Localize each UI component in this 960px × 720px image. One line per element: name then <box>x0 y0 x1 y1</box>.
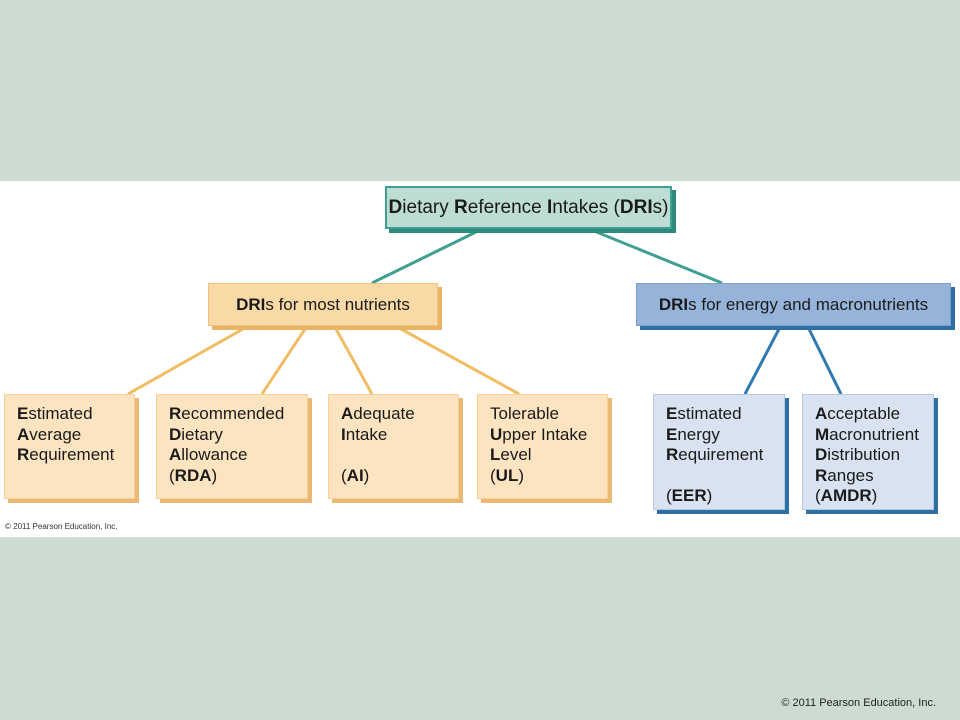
leaf-line: Requirement <box>666 445 764 464</box>
leaf-ai: Adequate Intake (AI) <box>328 394 459 499</box>
leaf-line: Energy <box>666 424 720 444</box>
mid-right-title: DRIs for energy and macronutrients <box>658 294 929 314</box>
leaf-line: Dietary <box>169 424 223 444</box>
leaf-line: Recommended <box>169 404 285 423</box>
leaf-line: Tolerable <box>490 404 559 423</box>
leaf-line: Requirement <box>17 445 115 464</box>
mid-left-title: DRIs for most nutrients <box>236 294 410 314</box>
leaf-line: Allowance <box>169 445 248 464</box>
root-node-dris: Dietary Reference Intakes (DRIs) <box>385 186 672 229</box>
connector-lines <box>127 229 843 396</box>
leaf-line: Average <box>17 424 82 444</box>
leaf-ul: Tolerable Upper Intake Level (UL) <box>477 394 608 499</box>
leaf-line: Level <box>490 445 532 464</box>
leaf-abbreviation: (AMDR) <box>815 486 878 505</box>
leaf-abbreviation: (EER) <box>666 486 713 505</box>
connector-left-rda <box>260 328 307 395</box>
connector-root-right <box>593 229 723 285</box>
connector-left-ear <box>127 327 244 396</box>
leaf-line: Estimated <box>666 404 742 423</box>
leaf-line: Macronutrient <box>815 424 919 444</box>
leaf-spacer <box>666 466 784 487</box>
leaf-ear: Estimated Average Requirement <box>4 394 135 499</box>
leaf-line: Intake <box>341 424 388 444</box>
figure-copyright: © 2011 Pearson Education, Inc. <box>5 522 118 531</box>
slide-copyright: © 2011 Pearson Education, Inc. <box>781 697 936 709</box>
connector-right-eer <box>743 328 781 395</box>
node-dris-energy-macronutrients: DRIs for energy and macronutrients <box>636 283 951 326</box>
leaf-abbreviation: (RDA) <box>169 465 218 485</box>
leaf-amdr: Acceptable Macronutrient Distribution Ra… <box>802 394 934 510</box>
leaf-abbreviation: (UL) <box>490 465 525 485</box>
node-dris-most-nutrients: DRIs for most nutrients <box>208 283 438 326</box>
diagram-panel: Dietary Reference Intakes (DRIs) DRIs fo… <box>0 181 960 537</box>
leaf-abbreviation: (AI) <box>341 465 370 485</box>
connector-root-left <box>371 229 479 285</box>
leaf-line: Distribution <box>815 445 901 464</box>
leaf-spacer <box>341 445 458 466</box>
leaf-eer: Estimated Energy Requirement (EER) <box>653 394 785 510</box>
connector-left-ul <box>400 327 520 396</box>
leaf-rda: Recommended Dietary Allowance (RDA) <box>156 394 308 499</box>
connector-right-amdr <box>807 328 843 395</box>
leaf-line: Acceptable <box>815 404 901 423</box>
leaf-line: Estimated <box>17 404 93 423</box>
leaf-line: Upper Intake <box>490 424 588 444</box>
leaf-line: Adequate <box>341 404 415 423</box>
leaf-line: Ranges <box>815 465 874 485</box>
connector-left-ai <box>334 328 374 395</box>
root-title: Dietary Reference Intakes (DRIs) <box>388 196 669 218</box>
